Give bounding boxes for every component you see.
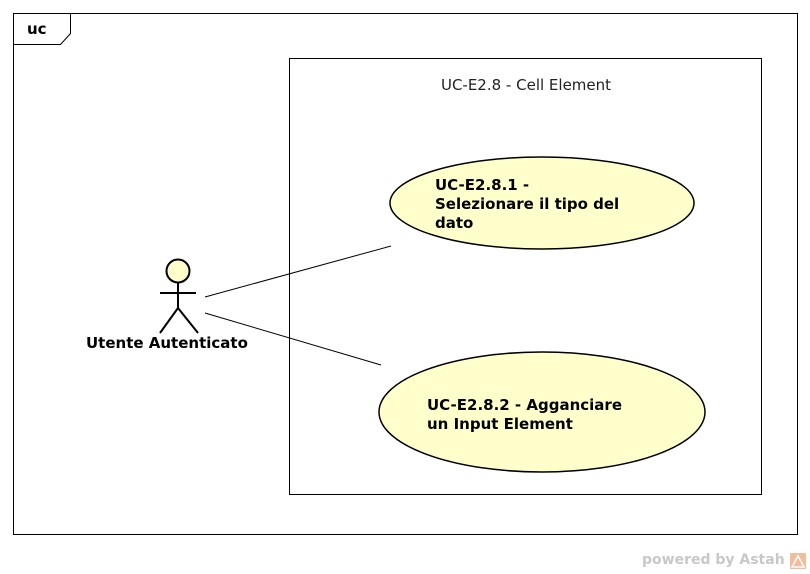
actor-figure[interactable] (159, 258, 199, 334)
astah-logo-icon (790, 553, 806, 569)
use-case-2-ellipse[interactable] (378, 351, 706, 473)
actor-right-leg (177, 307, 199, 334)
frame-tag-label: uc (27, 20, 47, 38)
system-boundary-title: UC-E2.8 - Cell Element (440, 76, 612, 94)
actor-left-leg (159, 307, 179, 334)
watermark-text: powered by Astah (642, 552, 785, 568)
actor-name: Utente Autenticato (86, 334, 248, 352)
association-line-1 (204, 245, 392, 298)
use-case-1-ellipse[interactable] (389, 156, 695, 250)
system-boundary (289, 58, 762, 495)
use-case-1-label: UC-E2.8.1 - Selezionare il tipo del dato (435, 176, 620, 232)
actor-head (165, 258, 191, 284)
diagram-frame (13, 13, 798, 535)
use-case-2-label: UC-E2.8.2 - Agganciare un Input Element (427, 396, 622, 433)
association-line-2 (204, 312, 382, 366)
frame-tag-box (13, 13, 71, 45)
